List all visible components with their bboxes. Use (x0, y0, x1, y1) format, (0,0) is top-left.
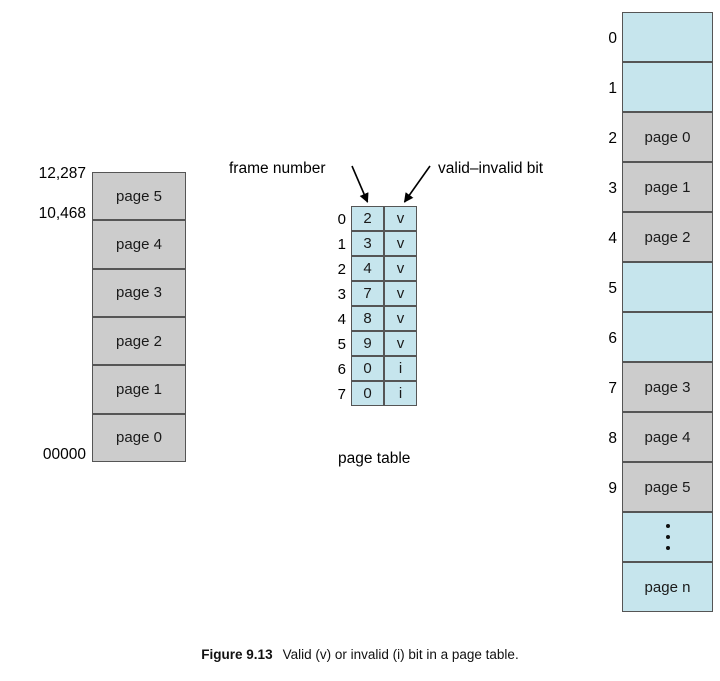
page-table-bit-cell: i (384, 356, 417, 381)
physical-frame-index: 7 (608, 380, 617, 397)
logical-address-second: 10,468 (38, 205, 86, 222)
logical-page-label: page 2 (116, 332, 162, 350)
bit-value: v (396, 235, 405, 252)
physical-frame-index: 4 (608, 230, 617, 247)
logical-page-block: page 5 (92, 172, 186, 221)
physical-frame-label: page n (644, 578, 691, 596)
physical-frame-label: page 3 (644, 378, 691, 396)
frame-value: 0 (363, 360, 372, 377)
frame-number-label: frame number (229, 160, 326, 177)
bit-value: v (396, 210, 405, 227)
physical-frame-index: 5 (608, 280, 617, 297)
logical-page-block: page 4 (92, 220, 186, 269)
physical-frame: page 1 (622, 162, 713, 212)
page-table-frame-cell: 0 (351, 381, 384, 406)
physical-frame (622, 312, 713, 362)
physical-frame (622, 12, 713, 62)
vertical-ellipsis-icon (622, 512, 713, 562)
logical-page-block: page 2 (92, 317, 186, 366)
page-table-frame-cell: 3 (351, 231, 384, 256)
page-table-bit-cell: v (384, 331, 417, 356)
page-table-frame-cell: 2 (351, 206, 384, 231)
physical-frame-label: page 5 (644, 478, 691, 496)
column-pointer-arrows (351, 165, 431, 203)
valid-invalid-arrow (403, 165, 431, 203)
figure-number: Figure 9.13 (201, 647, 273, 662)
page-table-row-index: 5 (337, 336, 346, 353)
frame-value: 9 (363, 335, 372, 352)
page-table-frame-cell: 9 (351, 331, 384, 356)
physical-frame-label: page 2 (644, 228, 691, 246)
physical-frame: page 0 (622, 112, 713, 162)
page-table-row-index: 3 (337, 286, 346, 303)
page-table-row-index: 6 (337, 361, 346, 378)
valid-invalid-bit-label: valid–invalid bit (438, 160, 544, 177)
bit-value: i (398, 360, 403, 377)
logical-memory-column: page 5 page 4 page 3 page 2 page 1 page … (92, 172, 186, 462)
logical-page-label: page 4 (116, 235, 162, 253)
page-table-bit-cell: v (384, 256, 417, 281)
page-table-row-index: 7 (337, 386, 346, 403)
bit-value: v (396, 310, 405, 327)
physical-frame: page n (622, 562, 713, 612)
page-table-row-index: 4 (337, 311, 346, 328)
bit-value: i (398, 385, 403, 402)
page-table-bit-cell: v (384, 206, 417, 231)
frame-value: 0 (363, 385, 372, 402)
page-table-bit-cell: v (384, 281, 417, 306)
logical-page-label: page 3 (116, 284, 162, 302)
physical-frame-label: page 1 (644, 178, 691, 196)
physical-frame-index: 2 (608, 130, 617, 147)
page-table-row-index: 1 (337, 236, 346, 253)
logical-page-block: page 0 (92, 413, 186, 462)
physical-frame-index: 9 (608, 480, 617, 497)
frame-number-arrow (351, 165, 369, 203)
physical-memory-column: page 0 page 1 page 2 page 3 page 4 page … (622, 12, 713, 612)
physical-frame-index: 1 (608, 80, 617, 97)
page-table-bit-cell: v (384, 231, 417, 256)
page-table-frame-cell: 0 (351, 356, 384, 381)
physical-frame-index: 3 (608, 180, 617, 197)
physical-frame-label: page 4 (644, 428, 691, 446)
physical-frame-label: page 0 (644, 128, 691, 146)
physical-frame: page 3 (622, 362, 713, 412)
physical-frame: page 4 (622, 412, 713, 462)
bit-value: v (396, 285, 405, 302)
page-table-row-index: 2 (337, 261, 346, 278)
page-table-row-index: 0 (337, 211, 346, 228)
logical-address-top: 12,287 (38, 165, 86, 182)
logical-page-block: page 1 (92, 365, 186, 414)
page-table-bit-cell: i (384, 381, 417, 406)
page-table-frame-cell: 7 (351, 281, 384, 306)
frame-value: 2 (363, 210, 372, 227)
figure-caption: Figure 9.13 Valid (v) or invalid (i) bit … (0, 647, 720, 662)
figure-caption-text: Valid (v) or invalid (i) bit in a page t… (282, 647, 519, 662)
logical-page-block: page 3 (92, 268, 186, 317)
frame-value: 8 (363, 310, 372, 327)
logical-page-label: page 1 (116, 380, 162, 398)
physical-frame-index: 0 (608, 30, 617, 47)
page-table-frame-cell: 8 (351, 306, 384, 331)
frame-value: 7 (363, 285, 372, 302)
physical-frame-index: 8 (608, 430, 617, 447)
logical-address-bottom: 00000 (42, 446, 86, 463)
frame-value: 3 (363, 235, 372, 252)
physical-frame: page 5 (622, 462, 713, 512)
logical-page-label: page 0 (116, 429, 162, 447)
frame-value: 4 (363, 260, 372, 277)
logical-page-label: page 5 (116, 187, 162, 205)
page-table-caption: page table (338, 450, 411, 467)
page-table: 2 v 3 v 4 v 7 v 8 v 9 v 0 i 0 i (351, 206, 417, 406)
physical-frame-index: 6 (608, 330, 617, 347)
bit-value: v (396, 260, 405, 277)
physical-frame (622, 262, 713, 312)
physical-frame: page 2 (622, 212, 713, 262)
page-table-frame-cell: 4 (351, 256, 384, 281)
physical-frame (622, 62, 713, 112)
bit-value: v (396, 335, 405, 352)
page-table-bit-cell: v (384, 306, 417, 331)
